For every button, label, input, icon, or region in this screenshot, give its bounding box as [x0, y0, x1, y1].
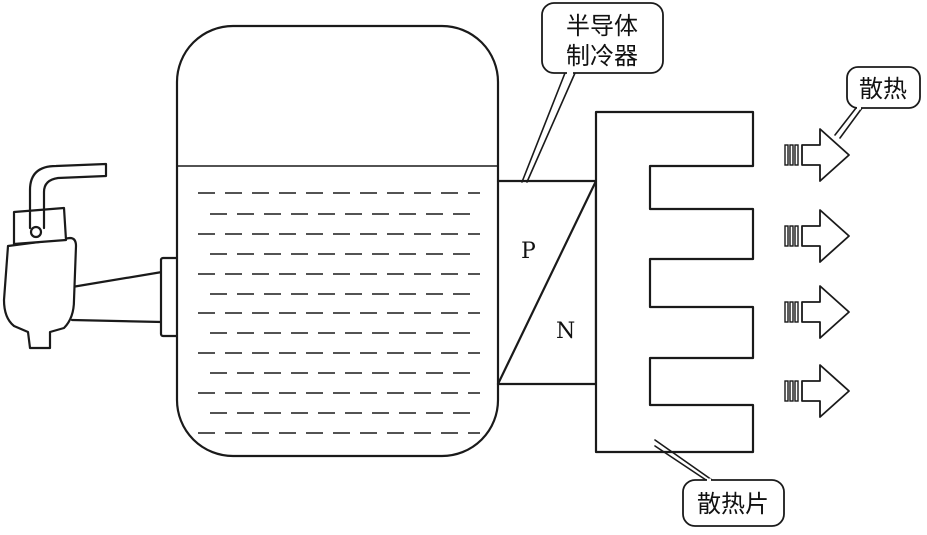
heat-callout-box [846, 66, 921, 109]
faucet-knob [29, 225, 43, 239]
p-type-label: P [521, 239, 536, 264]
pn-junction-line [496, 179, 598, 386]
heat-sink-callout-leader [654, 439, 713, 481]
n-type-label: N [556, 319, 575, 344]
heat-arrow [784, 364, 850, 418]
cooler-callout-box [541, 2, 664, 74]
arrow-stripe [789, 225, 794, 247]
heat-arrow [784, 128, 850, 182]
arrow-stripe [789, 380, 794, 402]
water-tank [175, 24, 500, 458]
arrow-stripe [794, 380, 799, 402]
arrow-head [801, 364, 850, 418]
faucet-collar [12, 206, 68, 246]
arrow-stripe [789, 144, 794, 166]
heat-callout-leader [834, 107, 863, 139]
water-dash-lines [198, 192, 480, 434]
heat-sink [594, 110, 755, 454]
arrow-head [801, 128, 850, 182]
tank-body [175, 24, 500, 458]
arrow-stripe [789, 301, 794, 323]
arrow-stripe [794, 225, 799, 247]
arrow-stripe [784, 301, 789, 323]
faucet-pipe [70, 270, 164, 324]
faucet-handle [28, 162, 108, 230]
cooler-label-line2: 制冷器 [566, 42, 638, 70]
heat-sink-callout: 散热片 [654, 439, 785, 527]
arrow-stripe [794, 301, 799, 323]
heat-callout: 散热 [834, 66, 921, 139]
arrow-stripe [794, 144, 799, 166]
arrow-head [801, 285, 850, 339]
heat-sink-callout-box [682, 479, 785, 527]
heat-arrow [784, 285, 850, 339]
heat-arrows [784, 128, 850, 418]
heat-sink-label: 散热片 [697, 490, 769, 518]
cooler-callout-leader [521, 72, 576, 183]
arrow-head [801, 209, 850, 263]
heat-callout-label: 散热 [859, 75, 907, 103]
faucet [2, 162, 181, 350]
arrow-stripe [784, 380, 789, 402]
semiconductor-cooler: P N [496, 179, 598, 386]
cooler-label-line1: 半导体 [566, 12, 638, 40]
arrow-stripe [784, 144, 789, 166]
heat-arrow [784, 209, 850, 263]
cooler-callout: 半导体 制冷器 [521, 2, 664, 183]
arrow-stripe [784, 225, 789, 247]
faucet-body [2, 236, 78, 350]
